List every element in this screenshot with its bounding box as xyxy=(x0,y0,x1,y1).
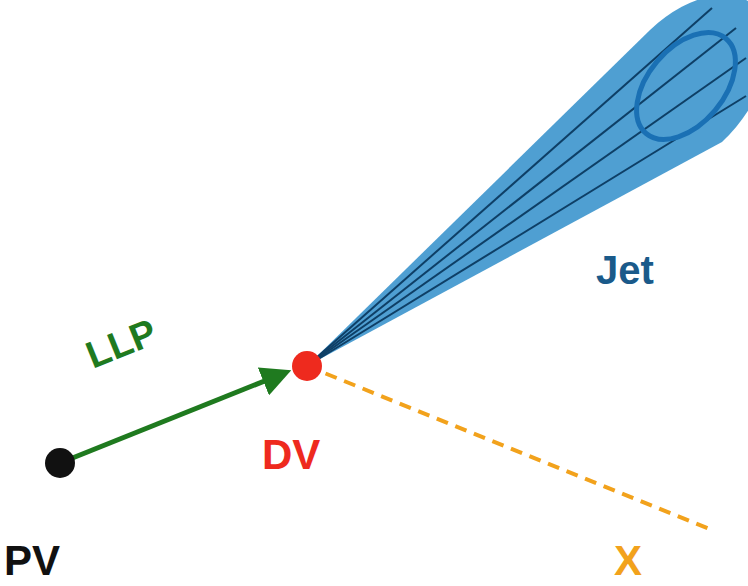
x-label: X xyxy=(614,540,642,582)
llp-label: LLP xyxy=(81,312,162,374)
pv-label: PV xyxy=(4,540,60,582)
displaced-vertex-dot xyxy=(292,351,322,381)
jet-cone xyxy=(307,0,748,366)
jet-tracks xyxy=(307,8,746,366)
invisible-particle-line xyxy=(307,366,712,530)
dv-label: DV xyxy=(262,434,320,476)
llp-arrow xyxy=(60,374,282,463)
jet-cone-rim xyxy=(617,14,748,158)
primary-vertex-dot xyxy=(45,448,75,478)
jet-label: Jet xyxy=(596,250,654,290)
